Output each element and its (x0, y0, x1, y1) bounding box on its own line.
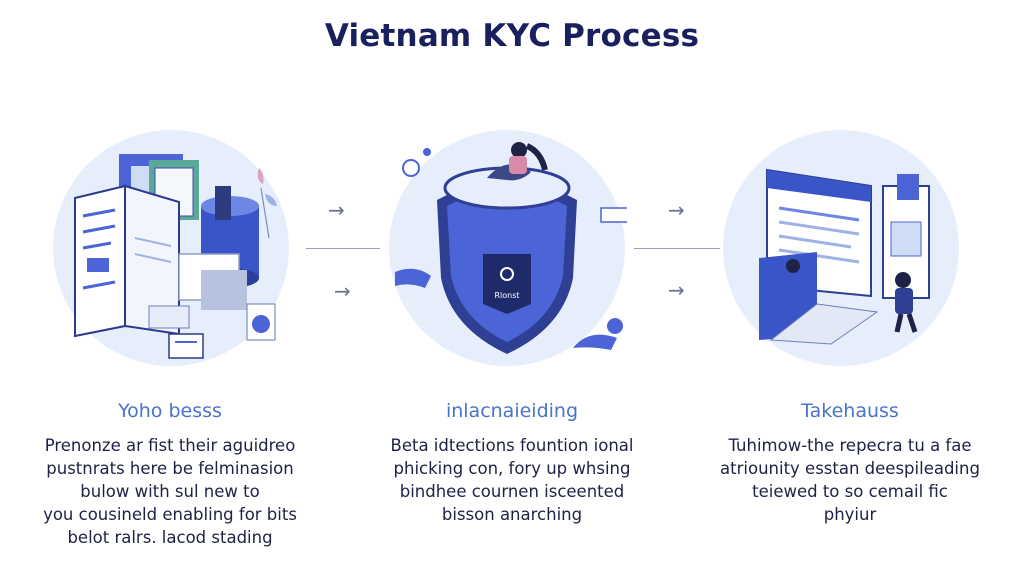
description-line: bindhee cournen isceented (399, 482, 625, 501)
description-line: phyiur (823, 505, 877, 524)
description-line: Tuhimow-the repecra tu a fae (728, 436, 972, 455)
description-line: bulow with sul new to (80, 482, 260, 501)
step-1-description: Prenonze ar fist their aguidreo pustnrat… (20, 434, 320, 549)
description-line: belot ralrs. lacod stading (67, 528, 273, 547)
step-3-description: Tuhimow-the repecra tu a fae atriounity … (700, 434, 1000, 526)
description-line: pustnrats here be felminasion (46, 459, 294, 478)
connector-line-2 (634, 248, 720, 249)
description-line: atriounity esstan deespileading (720, 459, 980, 478)
description-line: teiewed to so cemail fic (752, 482, 948, 501)
description-line: phicking con, fory up whsing (393, 459, 631, 478)
arrow-right-icon: → (328, 198, 345, 222)
browser-verification-icon (723, 130, 959, 366)
step-2-title: inlacnaieiding (445, 400, 579, 422)
shield-user-icon: Rlonst (389, 130, 627, 366)
description-line: Prenonze ar fist their aguidreo (44, 436, 296, 455)
step-2-description: Beta idtections fountion ional phicking … (362, 434, 662, 526)
connector-line-1 (306, 248, 380, 249)
shield-label: Rlonst (494, 291, 519, 300)
documents-and-server-icon (53, 130, 289, 366)
step-2-illustration: Rlonst (387, 128, 627, 368)
arrow-right-icon: → (668, 278, 685, 302)
step-3-illustration (721, 128, 961, 368)
step-1-title: Yoho besss (118, 400, 222, 422)
description-line: Beta idtections fountion ional (390, 436, 634, 455)
step-1-illustration (51, 128, 291, 368)
description-line: bisson anarching (441, 505, 583, 524)
description-line: you cousineld enabling for bits (43, 505, 297, 524)
page-title: Vietnam KYC Process (324, 18, 700, 54)
arrow-right-icon: → (334, 279, 351, 303)
step-3-title: Takehauss (801, 400, 899, 422)
arrow-right-icon: → (668, 198, 685, 222)
